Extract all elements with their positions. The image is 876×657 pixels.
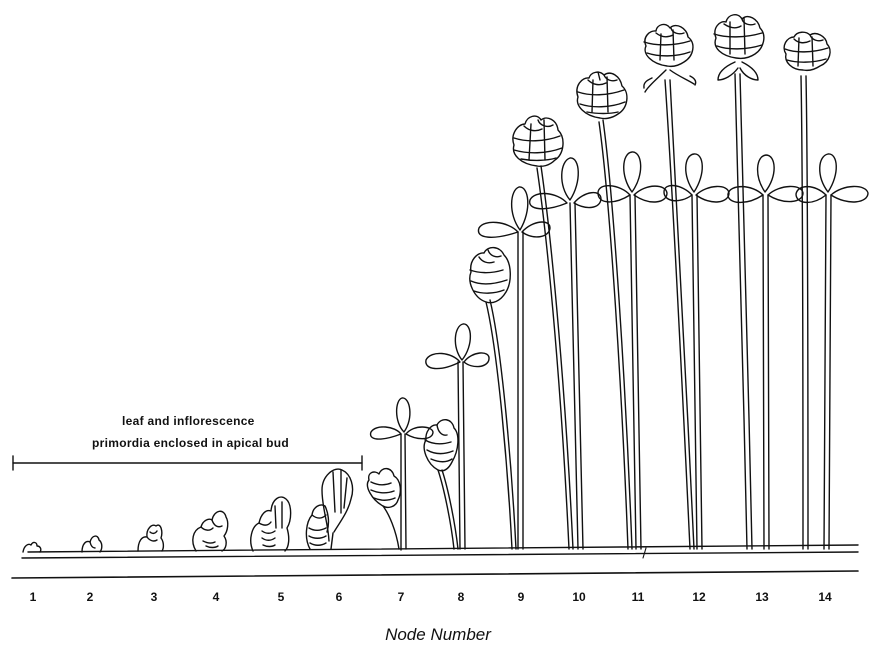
- plant-node-14: [784, 32, 868, 549]
- node-label-13: 13: [747, 590, 777, 604]
- axis-title: Node Number: [0, 625, 876, 645]
- node-label-2: 2: [75, 590, 105, 604]
- bud-node-4: [193, 511, 228, 551]
- bud-node-2: [82, 536, 102, 552]
- bud-node-5: [251, 497, 291, 551]
- plant-node-11: [577, 72, 667, 549]
- node-label-1: 1: [18, 590, 48, 604]
- bud-node-6: [306, 469, 352, 549]
- plant-node-13: [714, 15, 803, 549]
- node-label-9: 9: [506, 590, 536, 604]
- node-label-3: 3: [139, 590, 169, 604]
- stolon: [22, 545, 858, 558]
- plant-node-8: [424, 324, 489, 549]
- node-label-10: 10: [564, 590, 594, 604]
- node-label-8: 8: [446, 590, 476, 604]
- plant-node-7: [367, 398, 433, 550]
- baseline: [12, 571, 858, 578]
- plant-node-9: [470, 187, 550, 549]
- node-label-12: 12: [684, 590, 714, 604]
- node-label-6: 6: [324, 590, 354, 604]
- plant-node-12: [644, 24, 729, 549]
- bud-node-1: [23, 542, 41, 552]
- annotation-line-1: leaf and inflorescence: [122, 414, 255, 428]
- node-label-14: 14: [810, 590, 840, 604]
- bud-node-3: [138, 525, 163, 551]
- node-label-7: 7: [386, 590, 416, 604]
- node-label-5: 5: [266, 590, 296, 604]
- node-label-11: 11: [623, 590, 653, 604]
- plant-node-10: [513, 116, 601, 549]
- node-label-4: 4: [201, 590, 231, 604]
- primordia-bracket: [13, 456, 362, 470]
- annotation-line-2: primordia enclosed in apical bud: [92, 436, 289, 450]
